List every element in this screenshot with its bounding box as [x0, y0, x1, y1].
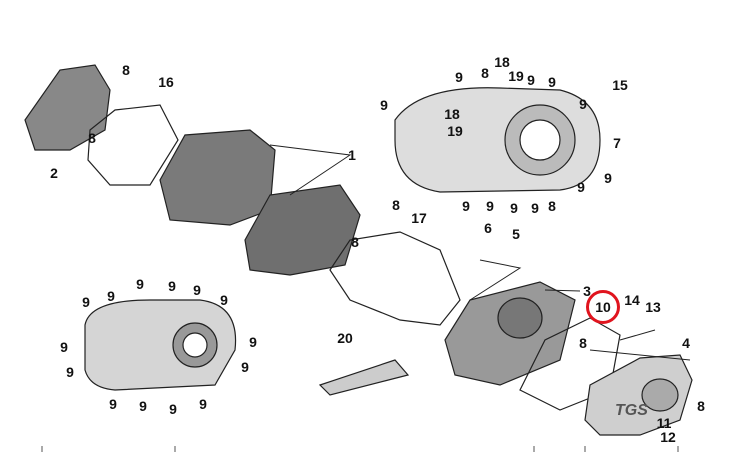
part-callout[interactable]: 20 [337, 330, 353, 346]
part-10-gasket [519, 317, 621, 411]
part-callout[interactable]: 19 [447, 123, 463, 139]
part-16-gasket [87, 104, 179, 186]
part-callout[interactable]: 3 [583, 283, 591, 299]
part-callout[interactable]: 8 [579, 335, 587, 351]
part-callout[interactable]: 8 [88, 130, 96, 146]
part-callout[interactable]: 9 [168, 278, 176, 294]
part-callout[interactable]: 9 [486, 198, 494, 214]
part-callout[interactable]: 9 [109, 396, 117, 412]
highlight-circle [586, 290, 620, 324]
part-callout[interactable]: 18 [494, 54, 510, 70]
part-callout[interactable]: 9 [82, 294, 90, 310]
part-callout[interactable]: 9 [107, 288, 115, 304]
part-callout[interactable]: 9 [66, 364, 74, 380]
part-callout[interactable]: 16 [158, 74, 174, 90]
part-2-cover [24, 64, 111, 151]
part-callout[interactable]: 9 [510, 200, 518, 216]
part-callout[interactable]: 9 [380, 97, 388, 113]
part-callout[interactable]: 17 [411, 210, 427, 226]
part-20-strip [318, 359, 410, 396]
part-callout[interactable]: 14 [624, 292, 640, 308]
part-callout[interactable]: 9 [548, 74, 556, 90]
part-callout[interactable]: 9 [527, 72, 535, 88]
part-callout[interactable]: 8 [481, 65, 489, 81]
part-callout[interactable]: 9 [531, 200, 539, 216]
part-callout[interactable]: 8 [122, 62, 130, 78]
part-callout[interactable]: 19 [508, 68, 524, 84]
part-callout[interactable]: 11 [656, 415, 672, 431]
part-callout[interactable]: 9 [462, 198, 470, 214]
part-4-cover [584, 354, 693, 436]
part-callout[interactable]: 8 [548, 198, 556, 214]
part-callout[interactable]: 9 [139, 398, 147, 414]
part-callout[interactable]: 8 [392, 197, 400, 213]
part-callout[interactable]: 9 [169, 401, 177, 417]
part-callout[interactable]: 1 [348, 147, 356, 163]
logo-tgs: TGS [615, 402, 648, 419]
part-callout[interactable]: 2 [50, 165, 58, 181]
part-callout[interactable]: 15 [612, 77, 628, 93]
part-callout[interactable]: 9 [241, 359, 249, 375]
part-callout[interactable]: 12 [660, 429, 676, 445]
part-17-gasket [329, 231, 461, 326]
part-callout[interactable]: 13 [645, 299, 661, 315]
part-callout[interactable]: 9 [249, 334, 257, 350]
part-callout[interactable]: 8 [351, 234, 359, 250]
part-callout[interactable]: 9 [577, 179, 585, 195]
svg-text:TGS: TGS [615, 402, 648, 419]
part-callout[interactable]: 9 [193, 282, 201, 298]
part-callout[interactable]: 7 [613, 135, 621, 151]
part-callout[interactable]: 9 [604, 170, 612, 186]
part-callout[interactable]: 9 [136, 276, 144, 292]
part-lower-left-cover [84, 299, 237, 391]
part-callout[interactable]: 9 [455, 69, 463, 85]
part-callout[interactable]: 5 [512, 226, 520, 242]
part-callout[interactable]: 6 [484, 220, 492, 236]
part-callout[interactable]: 9 [579, 96, 587, 112]
part-callout[interactable]: 9 [60, 339, 68, 355]
part-callout[interactable]: 18 [444, 106, 460, 122]
part-1-crankcase-left [159, 129, 276, 226]
part-callout[interactable]: 10 [595, 299, 611, 315]
part-callout[interactable]: 9 [199, 396, 207, 412]
part-callout[interactable]: 9 [220, 292, 228, 308]
part-callout[interactable]: 4 [682, 335, 690, 351]
part-callout[interactable]: 8 [697, 398, 705, 414]
